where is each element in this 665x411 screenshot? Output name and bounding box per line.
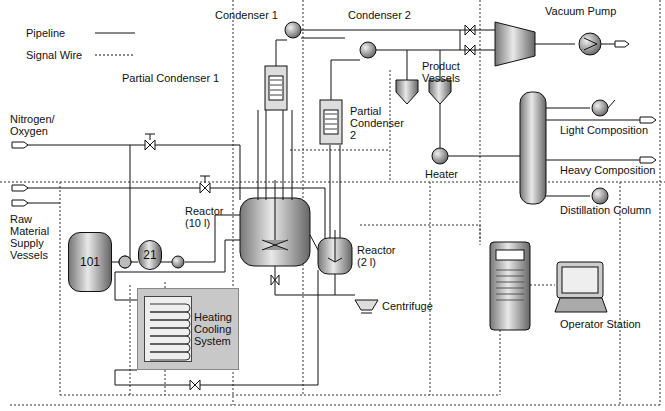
equipment-label: Nitrogen/ Oxygen — [10, 113, 68, 137]
pump-symbol — [119, 256, 131, 268]
equipment-label: Raw Material Supply Vessels — [10, 213, 62, 261]
equipment-label: Partial Condenser 1 — [122, 72, 262, 84]
vessel-number: 21 — [143, 248, 156, 262]
legend-text: Signal Wire — [26, 49, 82, 61]
equipment-label: Condenser 1 — [215, 9, 295, 21]
vessel-number: 101 — [80, 255, 100, 269]
vessel-node: 101 — [68, 232, 112, 292]
legend-text: Pipeline — [26, 27, 65, 39]
equipment-label: Light Composition — [560, 124, 665, 136]
equipment-label: Heater — [425, 168, 475, 180]
equipment-label: Operator Station — [560, 318, 660, 330]
equipment-label: Distillation Column — [560, 204, 665, 216]
equipment-label: Reactor (2 l) — [357, 244, 402, 268]
equipment-label: Reactor (10 l) — [185, 205, 233, 229]
equipment-label: Vacuum Pump — [545, 5, 635, 17]
system-box: Heating Cooling System — [137, 288, 239, 370]
equipment-label: Heavy Composition — [560, 164, 665, 176]
coil-symbol — [144, 296, 192, 362]
equipment-label: Centrifuge — [382, 300, 452, 312]
equipment-label: Partial Condenser 2 — [350, 105, 412, 141]
equipment-label: Condenser 2 — [348, 9, 438, 21]
system-label: Heating Cooling System — [194, 311, 234, 347]
equipment-label: Product Vessels — [422, 60, 477, 84]
vessel-node: 21 — [138, 240, 162, 270]
